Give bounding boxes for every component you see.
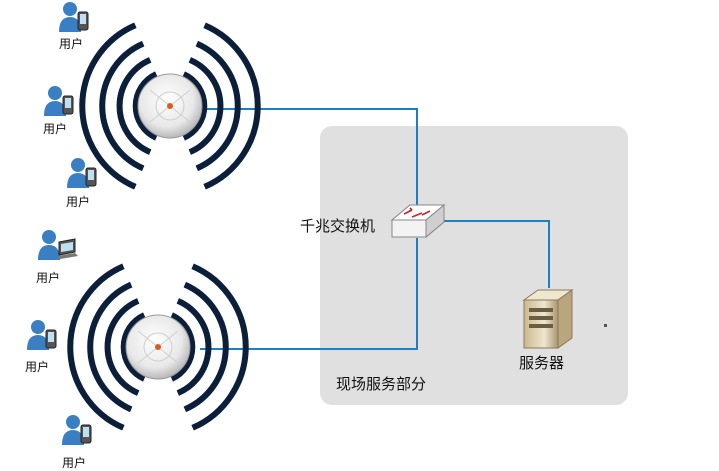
link-ap2-to-switch (200, 238, 418, 350)
wireless-access-point-icon (137, 73, 203, 139)
signal-arcs-ap2 (67, 263, 249, 431)
decorative-dot (604, 324, 607, 327)
onsite-service-area (320, 126, 628, 405)
user-3 (62, 156, 102, 204)
user-5 (22, 318, 62, 366)
switch-label: 千兆交换机 (300, 217, 376, 235)
user-label: 用户 (43, 122, 68, 136)
user-phone-icon (27, 320, 57, 350)
user-phone-icon (59, 2, 89, 32)
signal-arcs-ap1 (79, 22, 261, 190)
network-switch-icon (390, 203, 446, 239)
wireless-access-point-icon (125, 314, 191, 380)
user-laptop-icon (38, 230, 78, 260)
user-2 (39, 84, 79, 132)
user-6 (57, 413, 97, 461)
link-switch-to-server (432, 220, 550, 288)
user-label: 用户 (66, 195, 91, 209)
user-4 (35, 228, 78, 276)
user-label: 用户 (62, 456, 87, 470)
connection-lines (200, 108, 550, 350)
server-label: 服务器 (519, 354, 565, 372)
server-tower-icon (522, 289, 574, 349)
user-phone-icon (67, 158, 97, 188)
link-ap1-to-switch (200, 108, 418, 212)
user-phone-icon (44, 86, 74, 116)
user-phone-icon (62, 415, 92, 445)
user-label: 用户 (59, 37, 84, 51)
user-1 (54, 0, 94, 48)
onsite-area-label: 现场服务部分 (336, 375, 427, 393)
user-label: 用户 (25, 360, 50, 374)
user-label: 用户 (36, 271, 61, 285)
